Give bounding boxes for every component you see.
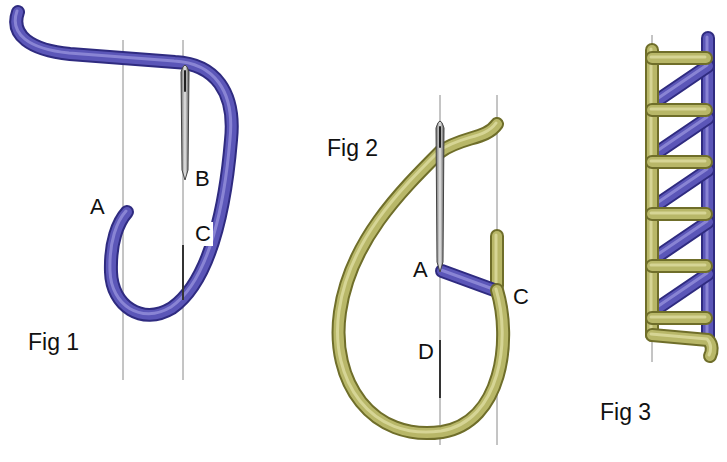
thread (652, 261, 706, 271)
thread-outline (652, 103, 706, 117)
thread-outline (701, 38, 715, 340)
thread-outline (652, 51, 706, 65)
figure-caption: Fig 2 (325, 136, 380, 161)
point-label: A (88, 195, 107, 219)
thread (652, 170, 708, 208)
thread-highlight (651, 56, 705, 59)
thread (652, 157, 706, 167)
thread (652, 222, 708, 260)
thread-highlight (651, 160, 705, 163)
figure-caption: Fig 3 (598, 400, 653, 425)
thread-highlight (651, 108, 705, 111)
thread-outline (652, 274, 708, 312)
thread-highlight (651, 65, 707, 103)
point-label: A (411, 258, 430, 282)
thread-outline (652, 311, 706, 325)
figure-caption: Fig 1 (26, 330, 81, 355)
needles (181, 65, 444, 398)
thread (652, 335, 712, 356)
thread-highlight (651, 117, 707, 155)
thread (652, 66, 708, 104)
thread-outline (652, 66, 708, 104)
thread-highlight (651, 169, 707, 207)
thread-highlight (651, 334, 711, 355)
thread-outline (645, 50, 659, 335)
threads (15, 11, 711, 433)
guide-lines (123, 35, 708, 445)
point-label: C (193, 222, 213, 246)
thread (492, 236, 502, 286)
point-label: C (511, 285, 531, 309)
thread-highlight (651, 273, 707, 311)
thread-highlight (338, 123, 503, 432)
thread-outline (652, 207, 706, 221)
thread-outline (652, 222, 708, 260)
thread-outline (652, 170, 708, 208)
thread-outline (652, 118, 708, 156)
thread-highlight (706, 37, 709, 339)
thread (647, 50, 657, 335)
thread (652, 274, 708, 312)
thread-outline (16, 12, 231, 315)
thread-highlight (651, 316, 705, 319)
thread (652, 313, 706, 323)
thread-highlight (651, 221, 707, 259)
thread (703, 38, 713, 340)
thread (339, 124, 504, 433)
point-label: B (193, 167, 212, 191)
thread-outline (442, 271, 494, 290)
thread-highlight (15, 11, 230, 314)
point-label: D (416, 340, 436, 364)
thread-outline (490, 236, 504, 286)
thread (652, 118, 708, 156)
thread (652, 105, 706, 115)
thread-highlight (650, 49, 653, 334)
thread-outline (339, 124, 504, 433)
thread-highlight (651, 212, 705, 215)
thread (652, 53, 706, 63)
thread-highlight (651, 264, 705, 267)
thread-highlight (495, 235, 498, 285)
thread-highlight (441, 270, 493, 289)
thread (442, 271, 494, 290)
thread-outline (652, 335, 712, 356)
thread (16, 12, 231, 315)
thread-outline (652, 155, 706, 169)
thread-outline (652, 259, 706, 273)
thread (652, 209, 706, 219)
